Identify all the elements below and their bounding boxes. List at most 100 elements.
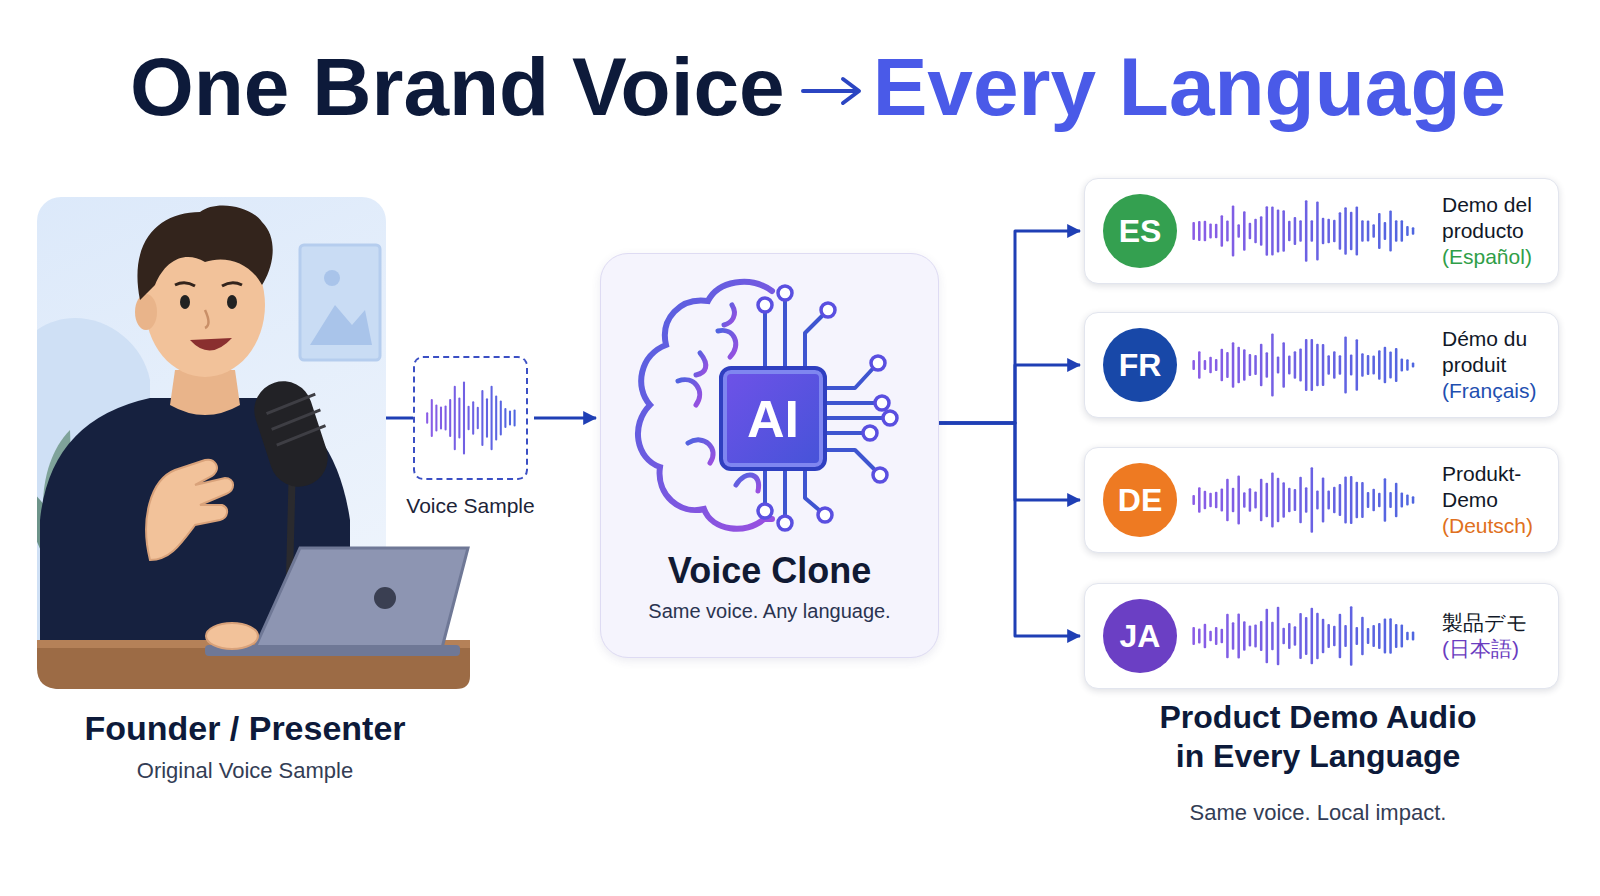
wave-bar [1299,613,1302,659]
wave-bar [1361,482,1364,518]
brain-fold [736,474,759,490]
wave-bar [449,399,451,437]
wave-bar [1237,614,1240,659]
wave-bar [1204,624,1207,649]
wave-bar [1333,351,1336,378]
wave-bar [1378,350,1381,379]
wave-bar [1299,477,1302,524]
laptop-lid [255,548,468,648]
wave-bar [1378,213,1381,249]
wave-bar [1254,219,1257,244]
circuit-pad [821,303,835,317]
waveform [1191,465,1416,535]
wave-bar [1209,224,1212,239]
wave-bar [458,398,460,439]
connector-arrow [939,423,1080,500]
wave-bar [1395,624,1398,648]
wave-bar [1367,492,1370,508]
wave-bar [1401,220,1404,242]
title-highlight: Every Language [873,40,1506,134]
wave-bar [1254,491,1257,508]
wave-bar [1389,618,1392,653]
circuit-pad [758,504,772,518]
wave-bar [1271,472,1274,527]
wave-bar [499,401,501,436]
wave-bar [472,401,474,434]
circuit-pad [873,468,887,482]
wave-bar [430,399,432,437]
brain-fold [718,330,736,357]
wave-bar [462,381,464,454]
wave-bar [1260,344,1263,386]
wave-bar [1215,359,1218,371]
waveform [1191,330,1416,400]
wave-bar [1237,347,1240,384]
circuit-trace [826,450,880,475]
circuit-pad [778,286,792,300]
wave-bar [1327,624,1330,648]
wave-bar [1260,621,1263,651]
wave-bar [1282,210,1285,252]
wave-bar [1401,625,1404,648]
microphone [247,374,336,495]
wave-bar [1412,227,1415,235]
wave-bar [1327,219,1330,243]
circuit-pad [818,508,832,522]
language-name: (Español) [1442,244,1554,270]
circuit-trace [783,293,787,367]
wave-bar [1226,352,1229,378]
wave-bar [1226,479,1229,521]
language-code: JA [1120,618,1161,655]
waveform [1191,196,1416,266]
wave-bar [1384,347,1387,384]
circuit-pad [883,411,897,425]
sample-node: Voice Sample [413,356,528,480]
wave-bar [1339,484,1342,516]
wave-bar [1249,223,1252,240]
wave-bar [1412,362,1415,367]
wave-bar [1215,492,1218,508]
wave-bar [1395,483,1398,518]
wave-bar [1299,220,1302,241]
wave-bar [1277,478,1280,523]
wave-bar [1226,221,1229,242]
wave-bar [1192,627,1195,645]
wave-bar [1372,356,1375,375]
wave-bar [1192,222,1195,240]
wave-bar [1232,205,1235,256]
wave-bar [1282,482,1285,518]
wave-bar [1339,212,1342,250]
wave-bar [1384,478,1387,521]
wave-bar [435,405,437,432]
circuit-pad [863,426,877,440]
wave-bar [1367,355,1370,375]
wave-bar [1372,625,1375,647]
caption-group: Founder / PresenterOriginal Voice Sample [45,709,445,784]
wave-bar [1311,608,1314,664]
wave-bar [1198,221,1201,241]
wave-bar [1294,351,1297,378]
group-subtitle: Same voice. Local impact. [1118,800,1518,826]
wave-bar [1350,606,1353,665]
wave-bar [1266,352,1269,377]
wave-bar [1378,493,1381,507]
wave-bar [1333,626,1336,647]
connector-arrow [534,417,596,420]
wave-bar [1350,212,1353,251]
wave-bar [1372,224,1375,237]
wave-bar [1260,479,1263,522]
sample-label: Voice Sample [368,494,573,518]
wave-bar [1311,339,1314,391]
wave-bar [1367,221,1370,242]
wave-bar [1327,491,1330,510]
wave-bar [1243,349,1246,381]
wave-bar [1305,200,1308,262]
wave-bar [508,411,510,426]
waveform [1191,601,1416,671]
wave-bar [1412,496,1415,503]
wave-bar [1198,351,1201,378]
wave-bar [1209,357,1212,373]
wave-bar [1305,617,1308,655]
wave-bar [426,412,428,424]
language-badge: JA [1103,599,1177,673]
